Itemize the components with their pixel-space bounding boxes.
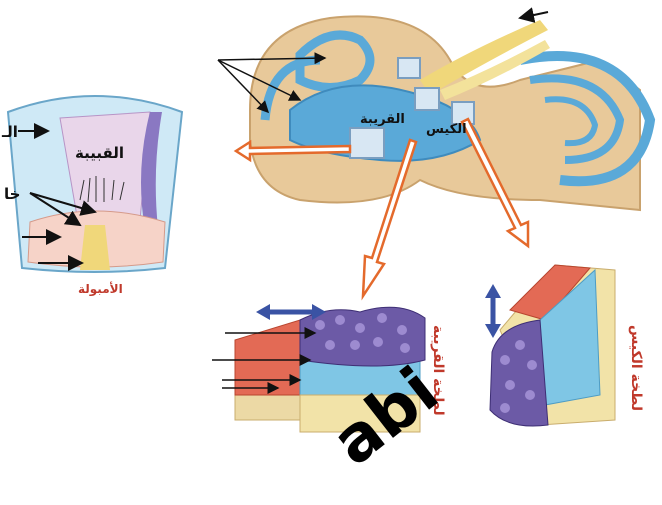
nerve-pointer-arrow-top	[520, 12, 548, 18]
saccule-label: الكيس	[426, 122, 467, 137]
cupula-label: القبيبة	[75, 144, 124, 162]
saccule-macula-label: لطخة الكيس	[628, 325, 644, 411]
utricle-label: القريبة	[360, 112, 405, 127]
saccule-macula-illustration	[485, 265, 615, 426]
ampulla-crista-illustration	[8, 96, 182, 272]
hair-cells-side-label: خا	[4, 185, 20, 203]
ampulla-label: الأمبولة	[78, 282, 123, 296]
vestibular-system-illustration	[218, 12, 650, 210]
cupula-side-label: الـ	[2, 123, 18, 141]
